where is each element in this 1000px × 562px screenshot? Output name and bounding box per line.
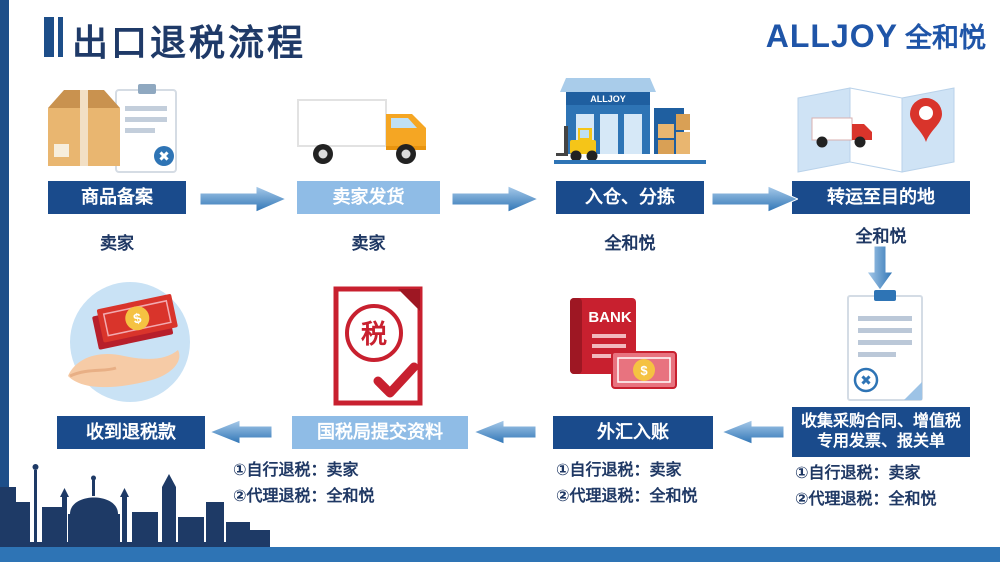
refund-notes-forex-receipt: ①自行退税：卖家 ②代理退税：全和悦 bbox=[556, 458, 698, 510]
note-self-refund: ①自行退税：卖家 bbox=[795, 465, 921, 482]
warehouse-sign-text: ALLJOY bbox=[590, 94, 626, 104]
note-self-refund: ①自行退税：卖家 bbox=[233, 462, 359, 479]
tax-document-icon: 税 bbox=[333, 286, 423, 406]
flow-arrow-right-icon bbox=[712, 185, 798, 213]
flow-arrow-down-icon bbox=[866, 246, 894, 290]
warehouse-forklift-icon: ALLJOY bbox=[554, 78, 706, 164]
flow-arrow-right-icon bbox=[452, 185, 538, 213]
flow-arrow-left-icon bbox=[210, 419, 272, 445]
actor-label-seller: 卖家 bbox=[351, 234, 386, 253]
contract-document-icon bbox=[847, 290, 923, 401]
title-accent-bar-thin bbox=[58, 17, 63, 57]
tax-seal-character: 税 bbox=[361, 319, 387, 349]
actor-label-alljoy: 全和悦 bbox=[855, 227, 907, 246]
city-skyline-silhouette bbox=[0, 464, 270, 547]
map-truck-pin-icon bbox=[797, 87, 955, 173]
brand-logo: ALLJOY 全和悦 bbox=[766, 16, 986, 55]
step-label-submit-tax-bureau: 国税局提交资料 bbox=[292, 416, 468, 449]
note-agent-refund: ②代理退税：全和悦 bbox=[233, 488, 375, 505]
note-self-refund: ①自行退税：卖家 bbox=[556, 462, 682, 479]
brand-logo-latin: ALLJOY bbox=[765, 18, 898, 54]
flow-arrow-left-icon bbox=[474, 419, 536, 445]
dollar-sign: $ bbox=[640, 363, 648, 378]
delivery-truck-icon bbox=[297, 99, 426, 164]
hand-receiving-money-icon: $ bbox=[68, 282, 190, 402]
refund-notes-submit-tax-bureau: ①自行退税：卖家 ②代理退税：全和悦 bbox=[233, 458, 375, 510]
step-label-forex-receipt: 外汇入账 bbox=[553, 416, 713, 449]
actor-label-seller: 卖家 bbox=[100, 234, 134, 253]
page-title: 出口退税流程 bbox=[72, 22, 307, 63]
step-label-receive-refund: 收到退税款 bbox=[57, 416, 205, 449]
flow-arrow-right-icon bbox=[200, 185, 286, 213]
step-label-collect-documents: 收集采购合同、增值税专用发票、报关单 bbox=[792, 407, 970, 457]
box-clipboard-icon bbox=[48, 84, 177, 173]
left-edge-stripe bbox=[0, 0, 9, 562]
step-label-transfer-destination: 转运至目的地 bbox=[792, 181, 970, 214]
note-agent-refund: ②代理退税：全和悦 bbox=[795, 491, 937, 508]
title-accent-bar bbox=[44, 17, 54, 57]
step-label-inbound-sorting: 入仓、分拣 bbox=[556, 181, 704, 214]
brand-logo-cjk: 全和悦 bbox=[905, 23, 986, 53]
flow-arrow-left-icon bbox=[722, 419, 784, 445]
dollar-sign: $ bbox=[132, 310, 143, 327]
bank-book-text: BANK bbox=[588, 309, 631, 326]
step-label-product-registration: 商品备案 bbox=[48, 181, 186, 214]
note-agent-refund: ②代理退税：全和悦 bbox=[556, 488, 698, 505]
step-label-seller-ships: 卖家发货 bbox=[297, 181, 440, 214]
actor-label-alljoy: 全和悦 bbox=[604, 234, 656, 253]
refund-notes-collect-documents: ①自行退税：卖家 ②代理退税：全和悦 bbox=[795, 461, 937, 513]
bank-book-money-icon: BANK $ bbox=[570, 298, 677, 389]
bottom-edge-stripe bbox=[0, 547, 1000, 562]
